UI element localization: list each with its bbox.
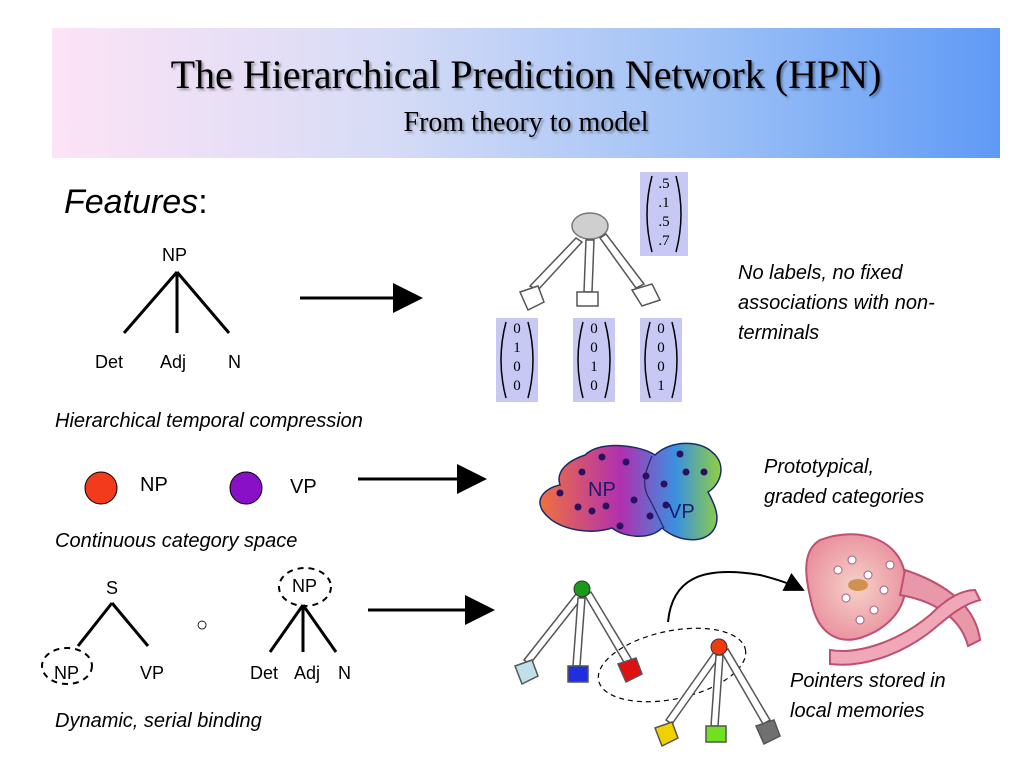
vector-middle-val-2: 1 xyxy=(590,359,598,375)
s-tree-root-label: S xyxy=(106,578,119,598)
vector-top-val-2: .5 xyxy=(658,214,669,230)
upper-root-node xyxy=(573,580,591,598)
vector-left-val-2: 0 xyxy=(513,359,521,375)
vector-top: .5 .1 .5 .7 xyxy=(640,172,688,256)
category-space-blob: NP VP xyxy=(539,442,722,541)
prototypical-note: Prototypical, graded categories xyxy=(764,452,924,512)
np-tree-root-label: NP xyxy=(162,245,188,265)
vector-left-val-1: 1 xyxy=(513,340,521,356)
blob-np-label: NP xyxy=(588,479,616,501)
continuous-note: Continuous category space xyxy=(55,530,298,552)
prototypical-line-2: graded categories xyxy=(764,486,925,508)
no-labels-line-3: terminals xyxy=(738,322,820,344)
features-colon: : xyxy=(198,183,208,221)
binding-ellipse xyxy=(597,627,747,703)
vector-right-val-0: 0 xyxy=(657,321,665,337)
features-word: Features xyxy=(64,183,199,221)
no-labels-line-2: associations with non- xyxy=(738,292,935,314)
blob-vp-label: VP xyxy=(668,501,695,523)
lower-root-node xyxy=(710,638,728,656)
np-tree-branches xyxy=(122,271,231,334)
pointers-line-2: local memories xyxy=(790,700,925,722)
np-tree2-leaf-n: N xyxy=(338,663,351,683)
vector-left-val-0: 0 xyxy=(513,321,521,337)
s-tree-left-label: NP xyxy=(54,663,80,683)
upper-node-tree xyxy=(514,580,643,686)
title-banner xyxy=(52,28,1000,158)
hpn-slot-right xyxy=(630,283,662,307)
np-tree2-leaf-adj: Adj xyxy=(294,663,321,683)
vector-right-val-3: 1 xyxy=(657,378,665,394)
np-category-label: NP xyxy=(140,474,168,496)
features-heading: Features: xyxy=(64,183,208,222)
np-tree-leaf-n: N xyxy=(228,352,241,372)
upper-slot-middle xyxy=(567,665,589,683)
vector-middle-val-0: 0 xyxy=(590,321,598,337)
hpn-root-node xyxy=(571,212,609,240)
vector-middle: 0 0 1 0 xyxy=(573,318,615,402)
vector-middle-val-1: 0 xyxy=(590,340,598,356)
np-tree-leaf-det: Det xyxy=(95,352,124,372)
lower-slot-middle xyxy=(705,725,727,743)
vector-middle-val-3: 0 xyxy=(590,378,598,394)
hpn-slot-middle xyxy=(576,291,599,307)
np-category-dot xyxy=(84,471,118,505)
lower-slot-right xyxy=(754,719,781,746)
np-tree2-branches xyxy=(268,604,338,653)
pointer-arrow xyxy=(667,571,805,623)
slide-subtitle: From theory to model xyxy=(403,107,649,138)
vector-top-val-3: .7 xyxy=(658,233,670,249)
s-tree-branches xyxy=(76,602,150,647)
hpn-node-tree xyxy=(518,212,662,312)
vector-right: 0 0 0 1 xyxy=(640,318,682,402)
vector-left: 0 1 0 0 xyxy=(496,318,538,402)
pointers-line-1: Pointers stored in xyxy=(790,670,946,692)
np-binding-circle-left xyxy=(41,647,93,685)
np-tree-leaf-adj: Adj xyxy=(160,352,187,372)
compression-note: Hierarchical temporal compression xyxy=(55,410,363,432)
binding-note: Dynamic, serial binding xyxy=(55,710,262,732)
slide-title: The Hierarchical Prediction Network (HPN… xyxy=(170,52,882,97)
binding-operator: ○ xyxy=(196,614,209,636)
pointers-note: Pointers stored in local memories xyxy=(790,666,946,726)
vp-category-label: VP xyxy=(290,476,317,498)
lower-node-tree xyxy=(654,638,781,748)
np-tree2-root-label: NP xyxy=(292,576,318,596)
no-labels-line-1: No labels, no fixed xyxy=(738,262,903,284)
synapse-illustration xyxy=(805,533,982,666)
vp-category-dot xyxy=(229,471,263,505)
vector-top-val-1: .1 xyxy=(658,195,669,211)
vector-top-val-0: .5 xyxy=(658,176,669,192)
np-tree2-leaf-det: Det xyxy=(250,663,279,683)
upper-slot-right xyxy=(616,657,643,684)
vector-right-val-1: 0 xyxy=(657,340,665,356)
hpn-slot-left xyxy=(518,285,545,312)
prototypical-line-1: Prototypical, xyxy=(764,456,875,478)
lower-slot-left xyxy=(654,721,679,748)
vector-left-val-3: 0 xyxy=(513,378,521,394)
no-labels-note: No labels, no fixed associations with no… xyxy=(738,258,935,348)
vector-right-val-2: 0 xyxy=(657,359,665,375)
upper-slot-left xyxy=(514,659,539,686)
s-tree-right-label: VP xyxy=(140,663,165,683)
